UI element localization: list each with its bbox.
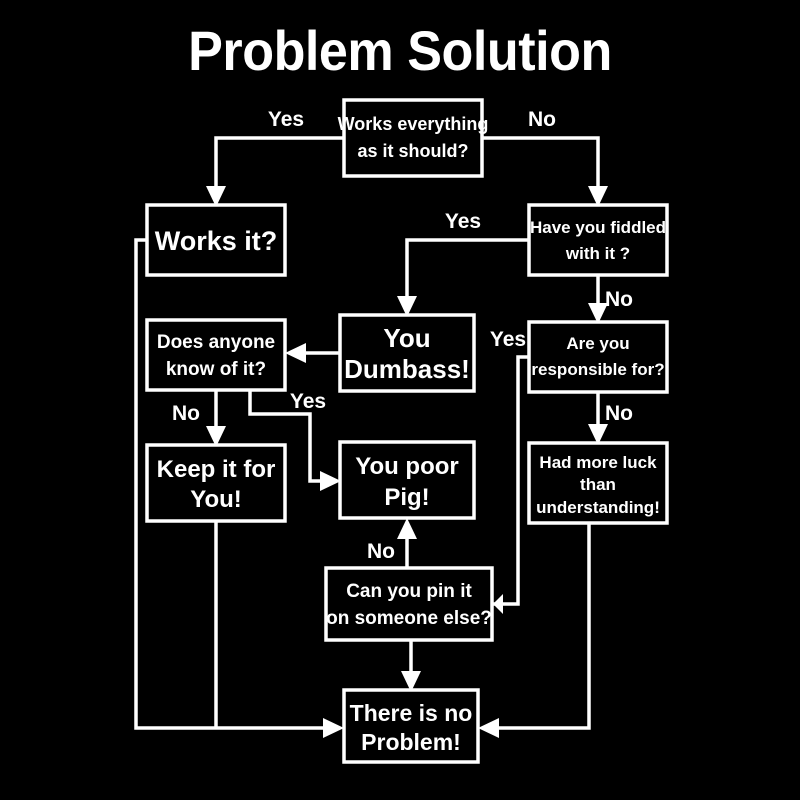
node-label-line: as it should? (357, 141, 468, 161)
node-label-line: on someone else? (326, 608, 492, 629)
edge-n1-to-n2 (214, 136, 344, 194)
edge-label-yes-fiddled: Yes (445, 210, 481, 233)
node-box (342, 688, 480, 764)
node-label-line: Had more luck (539, 453, 657, 472)
node-label-line: with it ? (565, 244, 630, 263)
node-label-line: Does anyone (157, 332, 275, 353)
node-label-line: You! (190, 486, 242, 513)
edge-labels-layer: Yes No Yes No No Yes Yes No No (172, 108, 633, 563)
edge-n6-to-n10 (493, 355, 529, 606)
node-box (527, 203, 669, 277)
node-label-line: know of it? (166, 359, 266, 380)
edge-n1-to-n3 (482, 136, 600, 194)
node-label-line: Works everything (338, 114, 489, 134)
node-had-more-luck[interactable]: Had more luck than understanding! (527, 441, 669, 525)
node-label-line: Keep it for (157, 456, 276, 483)
node-label-line: Works it? (155, 226, 278, 256)
edge-label-no-anyone: No (172, 402, 200, 425)
node-label-line: You poor (355, 453, 459, 480)
node-have-you-fiddled[interactable]: Have you fiddled with it ? (527, 203, 669, 277)
edge-label-yes-anyone: Yes (290, 390, 326, 413)
node-box (527, 441, 669, 525)
node-you-dumbass[interactable]: You Dumbass! (338, 313, 476, 393)
arrowhead-n5-n7 (206, 426, 226, 447)
edge-n9-to-n11 (493, 523, 591, 730)
arrowhead-n1-n3 (588, 186, 608, 207)
node-label-line: Can you pin it (346, 581, 472, 602)
arrowhead-n6-n10 (493, 594, 503, 614)
node-label-line: than (580, 475, 616, 494)
arrowhead-n6-n9 (588, 424, 608, 445)
node-keep-it-for-you[interactable]: Keep it for You! (145, 443, 287, 523)
node-there-is-no-problem[interactable]: There is no Problem! (342, 688, 480, 764)
node-label-line: understanding! (536, 498, 660, 517)
node-are-you-responsible[interactable]: Are you responsible for? (527, 320, 669, 394)
arrowhead-n5-n8 (320, 471, 341, 491)
arrowhead-n4-n5 (285, 343, 306, 363)
arrowhead-n1-n2 (206, 186, 226, 207)
edge-label-yes-top-left: Yes (268, 108, 304, 131)
arrowhead-n3-n4 (397, 296, 417, 317)
edge-label-no-pin: No (367, 540, 395, 563)
arrowhead-n10-n8 (397, 518, 417, 539)
page-title: Problem Solution (188, 19, 612, 82)
edge-n5-to-n8 (248, 390, 327, 483)
edge-label-no-fiddled: No (605, 288, 633, 311)
node-works-everything[interactable]: Works everything as it should? (338, 98, 489, 178)
node-box (145, 443, 287, 523)
node-label-line: There is no (350, 700, 473, 726)
node-does-anyone-know[interactable]: Does anyone know of it? (145, 318, 287, 392)
edge-n2-to-n11 (134, 238, 329, 730)
node-box (324, 566, 494, 642)
node-box (145, 203, 287, 277)
node-label-line: Dumbass! (344, 354, 470, 384)
edge-n3-to-n4 (405, 238, 529, 304)
node-box (342, 98, 484, 178)
edges-layer (134, 136, 608, 738)
edge-label-no-top-right: No (528, 108, 556, 131)
arrowhead-n3-n6 (588, 303, 608, 324)
edge-label-no-responsible: No (605, 402, 633, 425)
node-can-you-pin-it[interactable]: Can you pin it on someone else? (324, 566, 494, 642)
node-box (338, 440, 476, 520)
node-label-line: Are you (566, 334, 629, 353)
node-label-line: Pig! (384, 484, 429, 511)
node-box (527, 320, 669, 394)
nodes-layer: Works everything as it should? Works it?… (145, 98, 669, 764)
arrowhead-rail-n11 (323, 718, 344, 738)
node-you-poor-pig[interactable]: You poor Pig! (338, 440, 476, 520)
node-label-line: Have you fiddled (530, 218, 666, 237)
node-label-line: You (383, 323, 430, 353)
arrowhead-n9-n11 (478, 718, 499, 738)
node-label-line: Problem! (361, 729, 461, 755)
node-box (338, 313, 476, 393)
node-label-line: responsible for? (531, 360, 664, 379)
edge-label-yes-responsible: Yes (490, 328, 526, 351)
node-box (145, 318, 287, 392)
node-works-it[interactable]: Works it? (145, 203, 287, 277)
arrowhead-n10-n11 (401, 671, 421, 692)
